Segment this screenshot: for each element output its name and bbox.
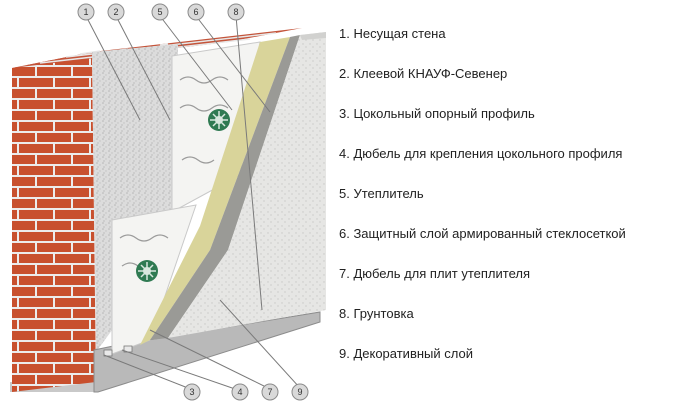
svg-text:1: 1 (83, 7, 88, 17)
svg-text:7: 7 (267, 387, 272, 397)
adhesive-waves (119, 76, 229, 270)
legend-item: 4. Дюбель для крепления цокольного профи… (339, 146, 623, 161)
primer-layer (150, 35, 300, 340)
callout-top: 1 2 5 6 8 (77, 3, 245, 21)
svg-text:3: 3 (189, 387, 194, 397)
svg-text:6: 6 (193, 7, 198, 17)
legend-item: 9. Декоративный слой (339, 346, 473, 361)
insulation-dowel-lower-icon (136, 260, 158, 282)
legend-list: 1. Несущая стена 2. Клеевой КНАУФ-Севене… (339, 22, 675, 382)
mesh-reinforced-layer (140, 37, 290, 345)
svg-text:9: 9 (297, 387, 302, 397)
svg-text:8: 8 (233, 7, 238, 17)
legend-item: 8. Грунтовка (339, 306, 414, 321)
legend-item: 1. Несущая стена (339, 26, 446, 41)
legend-item: 3. Цокольный опорный профиль (339, 106, 535, 121)
leader-lines (85, 15, 301, 391)
svg-text:2: 2 (113, 7, 118, 17)
legend-item: 2. Клеевой КНАУФ-Севенер (339, 66, 508, 81)
legend-item: 7. Дюбель для плит утеплителя (339, 266, 531, 281)
svg-text:4: 4 (237, 387, 242, 397)
decorative-layer (168, 32, 326, 338)
legend-item: 6. Защитный слой армированный стеклосетк… (339, 226, 626, 241)
decorative-layer-edge (300, 32, 326, 40)
insulation-dowel-icon (208, 109, 230, 131)
brick-wall-front (12, 52, 96, 392)
legend-item: 5. Утеплитель (339, 186, 424, 201)
svg-text:5: 5 (157, 7, 162, 17)
callout-bottom: 3 4 7 9 (183, 383, 309, 401)
